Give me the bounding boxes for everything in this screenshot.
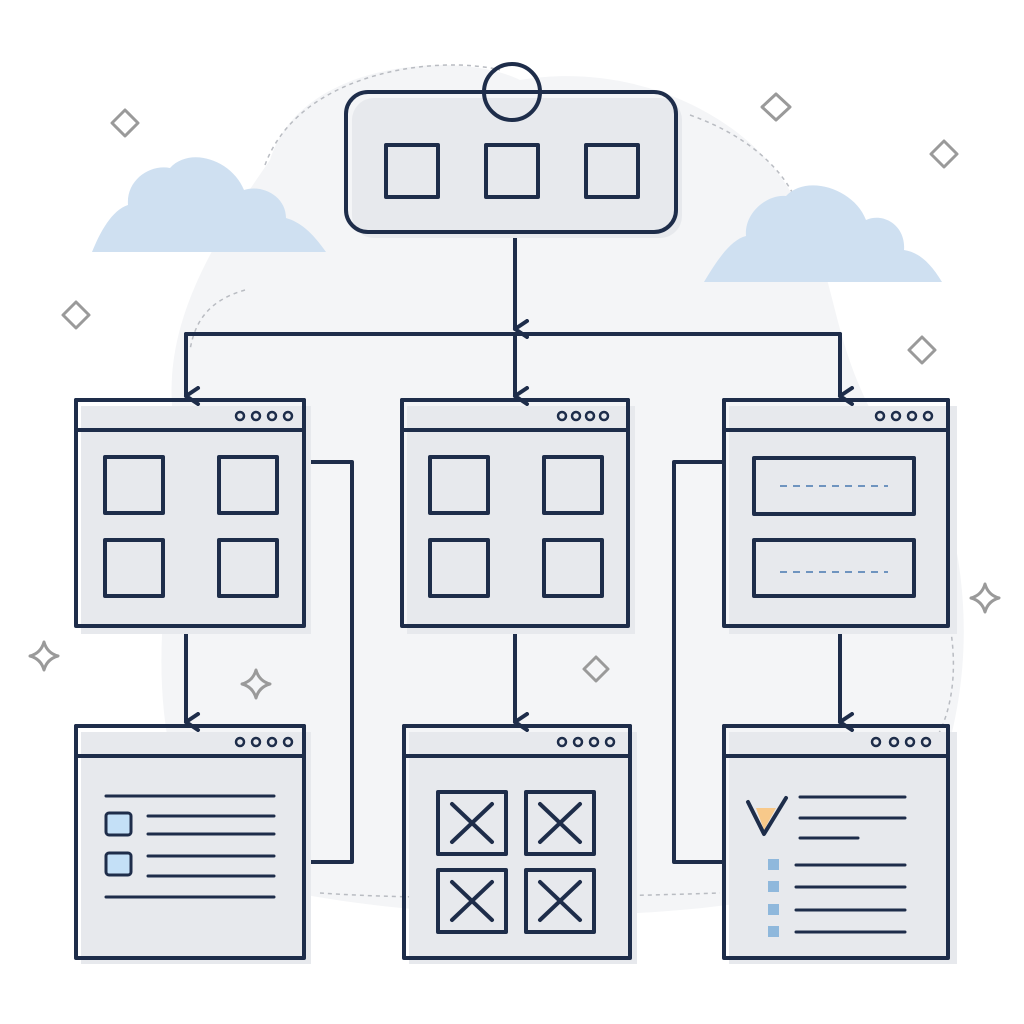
window-control-dot (598, 410, 610, 422)
success-window-right (722, 724, 957, 964)
error-x-icon (436, 790, 508, 856)
grid-window-left (74, 398, 311, 634)
root-tile (384, 143, 440, 199)
sparkle-star-icon (240, 668, 272, 700)
window-control-dot (874, 410, 886, 422)
input-field-icon (752, 456, 916, 516)
sparkle-diamond-icon (929, 139, 959, 169)
window-control-dot (584, 410, 596, 422)
window-control-dot (266, 736, 278, 748)
grid-tile (542, 538, 604, 598)
window-control-dot (588, 736, 600, 748)
checkbox-icon (104, 851, 133, 877)
grid-tile (217, 455, 279, 515)
sparkle-diamond-icon (582, 655, 610, 683)
sparkle-diamond-icon (907, 335, 937, 365)
window-control-dot (250, 410, 262, 422)
root-tile (584, 143, 640, 199)
error-window-center (402, 724, 637, 964)
bullet-icon (768, 904, 779, 915)
circle-badge-icon (482, 62, 542, 122)
window-control-dot (234, 736, 246, 748)
window-control-dot (870, 736, 882, 748)
dashed-orbit (189, 64, 955, 899)
form-window-right (722, 398, 957, 634)
window-titlebar (400, 398, 630, 432)
window-control-dot (890, 410, 902, 422)
grid-tile (542, 455, 604, 515)
sparkle-diamond-icon (110, 108, 140, 138)
sparkle-diamond-icon (61, 300, 91, 330)
sparkle-star-icon (969, 582, 1001, 614)
window-control-dot (250, 736, 262, 748)
window-control-dot (604, 736, 616, 748)
window-control-dot (234, 410, 246, 422)
bullet-icon (768, 859, 779, 870)
window-control-dot (904, 736, 916, 748)
cloud-icon (92, 157, 326, 252)
error-x-icon (436, 868, 508, 934)
cloud-icon (704, 185, 942, 282)
bullet-icon (768, 881, 779, 892)
bullet-icon (768, 926, 779, 937)
connector-right-loop (672, 460, 724, 864)
window-control-dot (282, 410, 294, 422)
grid-tile (428, 455, 490, 515)
window-control-dot (556, 736, 568, 748)
window-control-dot (570, 410, 582, 422)
grid-tile (103, 455, 165, 515)
grid-tile (217, 538, 279, 598)
grid-tile (103, 538, 165, 598)
grid-tile (428, 538, 490, 598)
window-control-dot (572, 736, 584, 748)
window-titlebar (74, 724, 306, 758)
checkmark-icon (746, 796, 788, 836)
input-field-icon (752, 538, 916, 598)
sparkle-diamond-icon (760, 92, 792, 122)
window-titlebar (402, 724, 632, 758)
window-titlebar (722, 724, 950, 758)
window-titlebar (722, 398, 950, 432)
error-x-icon (524, 790, 596, 856)
window-control-dot (922, 410, 934, 422)
window-control-dot (282, 736, 294, 748)
checkbox-icon (104, 811, 133, 837)
window-titlebar (74, 398, 306, 432)
window-control-dot (266, 410, 278, 422)
checklist-window-left (74, 724, 311, 964)
sparkle-star-icon (28, 640, 60, 672)
window-control-dot (920, 736, 932, 748)
connector-left-loop (304, 460, 354, 864)
window-control-dot (556, 410, 568, 422)
window-control-dot (906, 410, 918, 422)
grid-window-center (400, 398, 635, 634)
window-control-dot (888, 736, 900, 748)
root-node (344, 62, 682, 238)
root-tile (484, 143, 540, 199)
connectors (184, 234, 854, 864)
error-x-icon (524, 868, 596, 934)
